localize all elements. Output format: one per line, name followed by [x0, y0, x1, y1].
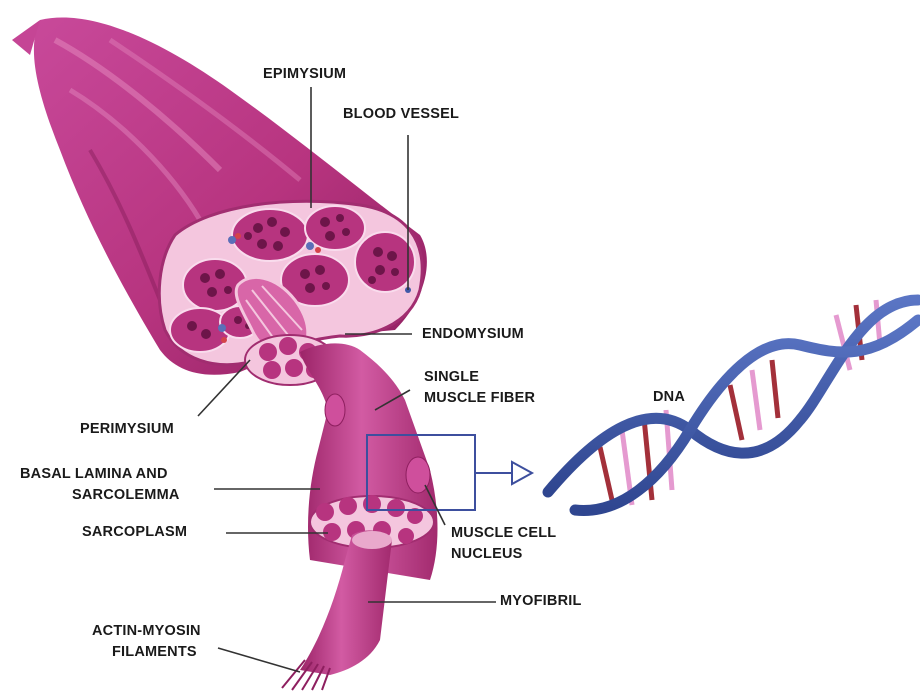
- label-endomysium: ENDOMYSIUM: [422, 324, 524, 345]
- label-single-muscle-fiber: SINGLE MUSCLE FIBER: [424, 367, 535, 409]
- label-actin-myosin-line2: FILAMENTS: [92, 642, 201, 663]
- label-dna: DNA: [653, 387, 685, 408]
- label-epimysium: EPIMYSIUM: [263, 64, 346, 85]
- label-muscle-cell-nucleus: MUSCLE CELL NUCLEUS: [451, 523, 556, 565]
- label-basal-lamina-line1: BASAL LAMINA AND: [20, 464, 180, 485]
- label-basal-lamina: BASAL LAMINA AND SARCOLEMMA: [20, 464, 180, 506]
- label-basal-lamina-line2: SARCOLEMMA: [20, 485, 180, 506]
- label-perimysium: PERIMYSIUM: [80, 419, 174, 440]
- dna-helix: [548, 300, 918, 510]
- leader-actin-myosin: [218, 648, 300, 672]
- label-muscle-cell-nucleus-line1: MUSCLE CELL: [451, 523, 556, 544]
- label-blood-vessel: BLOOD VESSEL: [343, 104, 459, 125]
- label-actin-myosin: ACTIN-MYOSIN FILAMENTS: [92, 621, 201, 663]
- label-myofibril: MYOFIBRIL: [500, 591, 582, 612]
- label-single-muscle-fiber-line1: SINGLE: [424, 367, 535, 388]
- label-actin-myosin-line1: ACTIN-MYOSIN: [92, 621, 201, 642]
- label-muscle-cell-nucleus-line2: NUCLEUS: [451, 544, 556, 565]
- label-sarcoplasm: SARCOPLASM: [82, 522, 187, 543]
- label-single-muscle-fiber-line2: MUSCLE FIBER: [424, 388, 535, 409]
